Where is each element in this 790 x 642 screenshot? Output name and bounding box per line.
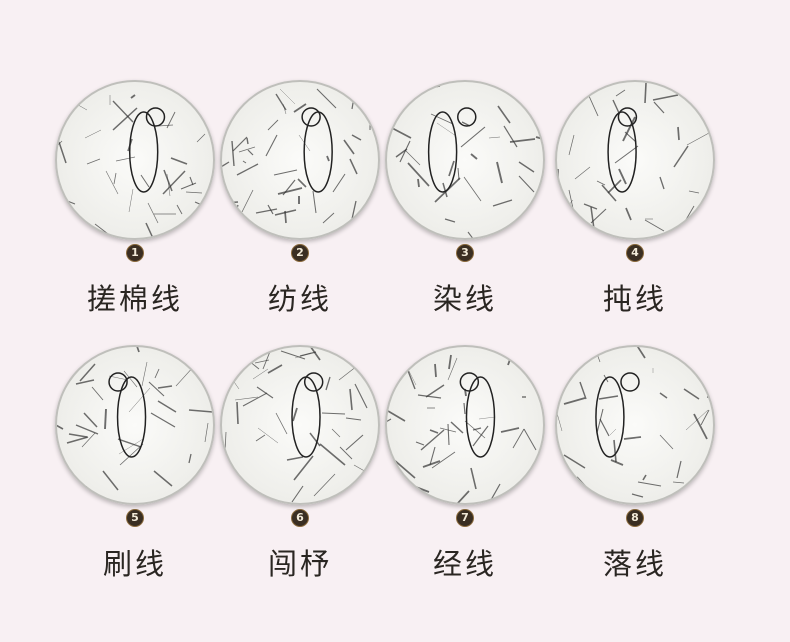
step-illustration: [220, 345, 380, 505]
step-item: 5 刷线: [50, 345, 220, 583]
illustration-sketch: [387, 347, 543, 503]
step-item: 4 扽线: [550, 80, 720, 318]
step-label: 经线: [432, 547, 497, 581]
step-label: 刷线: [102, 547, 167, 581]
step-label: 纺线: [267, 282, 332, 316]
step-number-badge: 7: [456, 509, 474, 527]
step-item: 2 纺线: [215, 80, 385, 318]
step-item: 1 搓棉线: [50, 80, 220, 318]
step-illustration: [55, 80, 215, 240]
illustration-sketch: [557, 347, 713, 503]
illustration-sketch: [57, 347, 213, 503]
step-item: 7 经线: [380, 345, 550, 583]
step-number-badge: 2: [291, 244, 309, 262]
step-item: 8 落线: [550, 345, 720, 583]
step-number-badge: 4: [626, 244, 644, 262]
illustration-sketch: [222, 347, 378, 503]
illustration-sketch: [57, 82, 213, 238]
step-number-badge: 8: [626, 509, 644, 527]
step-illustration: [385, 80, 545, 240]
step-illustration: [555, 345, 715, 505]
step-item: 6 闯杼: [215, 345, 385, 583]
step-number-badge: 6: [291, 509, 309, 527]
step-label: 闯杼: [267, 547, 332, 581]
step-label: 搓棉线: [86, 282, 183, 316]
step-item: 3 染线: [380, 80, 550, 318]
illustration-sketch: [222, 84, 371, 231]
step-label: 落线: [602, 547, 667, 581]
step-number-badge: 3: [456, 244, 474, 262]
step-illustration: [55, 345, 215, 505]
step-label: 染线: [432, 282, 497, 316]
illustration-sketch: [387, 82, 543, 238]
step-illustration: [220, 80, 380, 240]
step-number-badge: 1: [126, 244, 144, 262]
step-illustration: [385, 345, 545, 505]
illustration-sketch: [557, 82, 713, 238]
step-number-badge: 5: [126, 509, 144, 527]
step-illustration: [555, 80, 715, 240]
step-label: 扽线: [602, 282, 667, 316]
